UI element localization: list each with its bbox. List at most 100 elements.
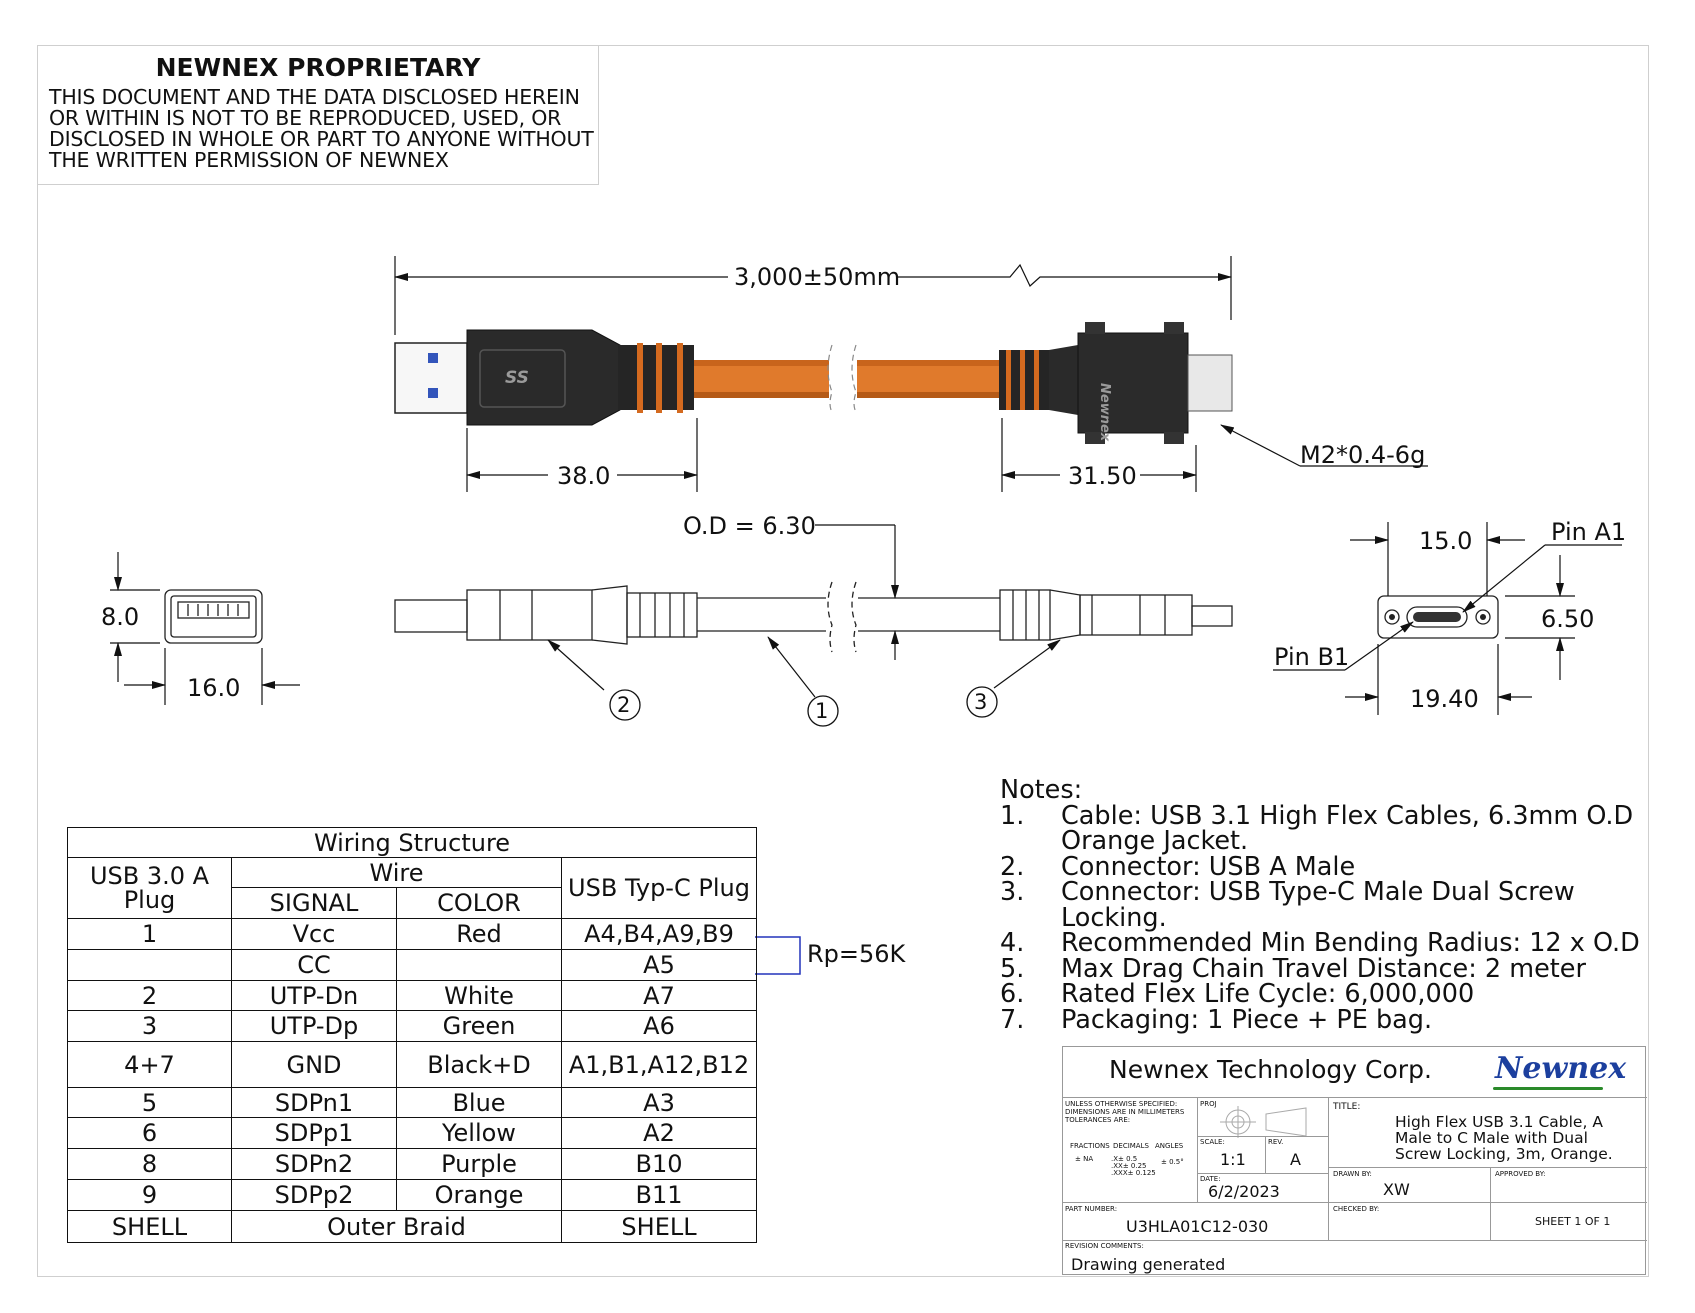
a-end-length-dimension: 38.0 bbox=[557, 462, 611, 490]
title-label: TITLE: bbox=[1333, 1102, 1361, 1112]
c-height-dimension: 6.50 bbox=[1541, 605, 1595, 633]
note-text: Rated Flex Life Cycle: 6,000,000 bbox=[1061, 979, 1475, 1009]
sheet-value: SHEET 1 OF 1 bbox=[1535, 1215, 1611, 1228]
cell-c-pin: A6 bbox=[561, 1010, 757, 1042]
note-number: 6. bbox=[1000, 979, 1025, 1009]
cell-c-pin: SHELL bbox=[561, 1210, 757, 1243]
pin-a1-label: Pin A1 bbox=[1551, 518, 1627, 546]
usb-c-end-view bbox=[1377, 595, 1499, 639]
a-width-dimension: 16.0 bbox=[187, 674, 241, 702]
company-row: Newnex Technology Corp. Newnex bbox=[1063, 1047, 1647, 1098]
title-cell: TITLE: High Flex USB 3.1 Cable, A Male t… bbox=[1329, 1098, 1647, 1168]
revision-value: A bbox=[1290, 1150, 1301, 1169]
side-view bbox=[394, 581, 1233, 653]
tolerance-value: .XX± 0.25 bbox=[1111, 1162, 1147, 1170]
balloon-label-3: 3 bbox=[974, 690, 988, 714]
part-number-label: PART NUMBER: bbox=[1065, 1205, 1118, 1213]
revision-comments-value: Drawing generated bbox=[1071, 1255, 1226, 1274]
tolerance-note: TOLERANCES ARE: bbox=[1065, 1116, 1131, 1124]
tolerance-note: DIMENSIONS ARE IN MILLIMETERS bbox=[1065, 1108, 1185, 1116]
connector-brand-mark: Newnex bbox=[1097, 383, 1112, 442]
note-text: Connector: USB A Male bbox=[1061, 851, 1356, 882]
cell-c-pin: A1,B1,A12,B12 bbox=[561, 1041, 757, 1088]
approved-by-label: APPROVED BY: bbox=[1495, 1170, 1546, 1178]
part-number-cell: PART NUMBER: U3HLA01C12-030 bbox=[1063, 1203, 1329, 1241]
note-item: 2.Connector: USB A Male bbox=[1000, 851, 1640, 882]
length-dimension: 3,000±50mm bbox=[734, 263, 901, 291]
cell-color: Yellow bbox=[396, 1117, 562, 1149]
note-item: 5.Max Drag Chain Travel Distance: 2 mete… bbox=[1000, 953, 1640, 984]
proprietary-notice: NEWNEX PROPRIETARY THIS DOCUMENT AND THE… bbox=[37, 45, 599, 185]
sheet-border bbox=[37, 45, 1649, 1277]
header-wire: Wire bbox=[231, 857, 562, 888]
notes: Notes: 1. Cable: USB 3.1 High Flex Cables… bbox=[1000, 775, 1640, 1035]
tolerance-header: ANGLES bbox=[1155, 1142, 1184, 1150]
sheet-cell: SHEET 1 OF 1 bbox=[1491, 1203, 1647, 1241]
part-number-value: U3HLA01C12-030 bbox=[1126, 1217, 1269, 1236]
cell-a-pin: SHELL bbox=[67, 1210, 232, 1243]
screw-thread-callout: M2*0.4-6g bbox=[1300, 441, 1426, 469]
tolerance-value: .X± 0.5 bbox=[1111, 1155, 1138, 1163]
scale-value: 1:1 bbox=[1220, 1150, 1246, 1169]
cell-c-pin: A4,B4,A9,B9 bbox=[561, 918, 757, 950]
proprietary-line: THE WRITTEN PERMISSION OF NEWNEX bbox=[49, 148, 449, 172]
tolerance-block: UNLESS OTHERWISE SPECIFIED: DIMENSIONS A… bbox=[1063, 1098, 1198, 1203]
c-spacing-dimension: 15.0 bbox=[1419, 527, 1473, 555]
od-dimension bbox=[815, 524, 899, 660]
header-signal: SIGNAL bbox=[231, 887, 397, 919]
tolerance-value: ± NA bbox=[1075, 1155, 1094, 1163]
tolerance-note: UNLESS OTHERWISE SPECIFIED: bbox=[1065, 1100, 1178, 1108]
cell-signal: UTP-Dp bbox=[231, 1010, 397, 1042]
drawn-by-value: XW bbox=[1383, 1180, 1410, 1199]
note-number: 7. bbox=[1000, 1004, 1025, 1035]
title-line: Male to C Male with Dual bbox=[1395, 1129, 1588, 1147]
tolerance-value: .XXX± 0.125 bbox=[1111, 1169, 1156, 1177]
note-text: Max Drag Chain Travel Distance: 2 meter bbox=[1061, 953, 1586, 984]
balloon-label-1: 1 bbox=[815, 699, 829, 723]
tolerance-header: DECIMALS bbox=[1113, 1142, 1149, 1150]
cell-signal: UTP-Dn bbox=[231, 980, 397, 1011]
checked-by-cell: CHECKED BY: bbox=[1329, 1203, 1491, 1241]
c-end-length-dimension: 31.50 bbox=[1068, 462, 1137, 490]
date-value: 6/2/2023 bbox=[1208, 1182, 1280, 1201]
revision-comments-label: REVISION COMMENTS: bbox=[1065, 1242, 1144, 1250]
cell-a-pin: 1 bbox=[67, 918, 232, 950]
note-item: 1. Cable: USB 3.1 High Flex Cables, 6.3mm… bbox=[1000, 800, 1640, 856]
note-number: 4. bbox=[1000, 928, 1025, 958]
cell-color: Orange bbox=[396, 1179, 562, 1211]
a-height-dimension: 8.0 bbox=[101, 603, 140, 631]
note-text: Recommended Min Bending Radius: 12 x O.D bbox=[1061, 928, 1640, 958]
cell-signal: Outer Braid bbox=[231, 1210, 562, 1243]
header-color: COLOR bbox=[396, 887, 562, 919]
cell-a-pin bbox=[67, 949, 232, 981]
cell-c-pin: A3 bbox=[561, 1087, 757, 1118]
cell-c-pin: A7 bbox=[561, 980, 757, 1011]
cell-signal: SDPn1 bbox=[231, 1087, 397, 1118]
notes-heading: Notes: bbox=[1000, 775, 1083, 805]
wiring-table: Wiring Structure USB 3.0 A Plug Wire USB… bbox=[67, 827, 757, 1243]
balloon-label-2: 2 bbox=[617, 693, 631, 717]
proprietary-line: OR WITHIN IS NOT TO BE REPRODUCED, USED,… bbox=[49, 106, 562, 130]
od-dimension-label: O.D = 6.30 bbox=[683, 512, 816, 540]
note-item: 7.Packaging: 1 Piece + PE bag. bbox=[1000, 1004, 1640, 1035]
note-text: Orange Jacket. bbox=[1061, 826, 1249, 856]
cell-color bbox=[396, 949, 562, 981]
cell-a-pin: 6 bbox=[67, 1117, 232, 1149]
resistor-label: Rp=56K bbox=[807, 940, 906, 968]
proprietary-title: NEWNEX PROPRIETARY bbox=[155, 53, 481, 82]
note-number: 1. bbox=[1000, 800, 1025, 831]
approved-by-cell: APPROVED BY: bbox=[1491, 1168, 1647, 1203]
projection-symbol-icon bbox=[1220, 1106, 1307, 1138]
title-block: Newnex Technology Corp. Newnex UNLESS OT… bbox=[1062, 1046, 1647, 1275]
note-text: Cable: USB 3.1 High Flex Cables, 6.3mm O… bbox=[1061, 800, 1634, 831]
drawn-by-label: DRAWN BY: bbox=[1333, 1170, 1372, 1178]
cell-signal: SDPp2 bbox=[231, 1179, 397, 1211]
